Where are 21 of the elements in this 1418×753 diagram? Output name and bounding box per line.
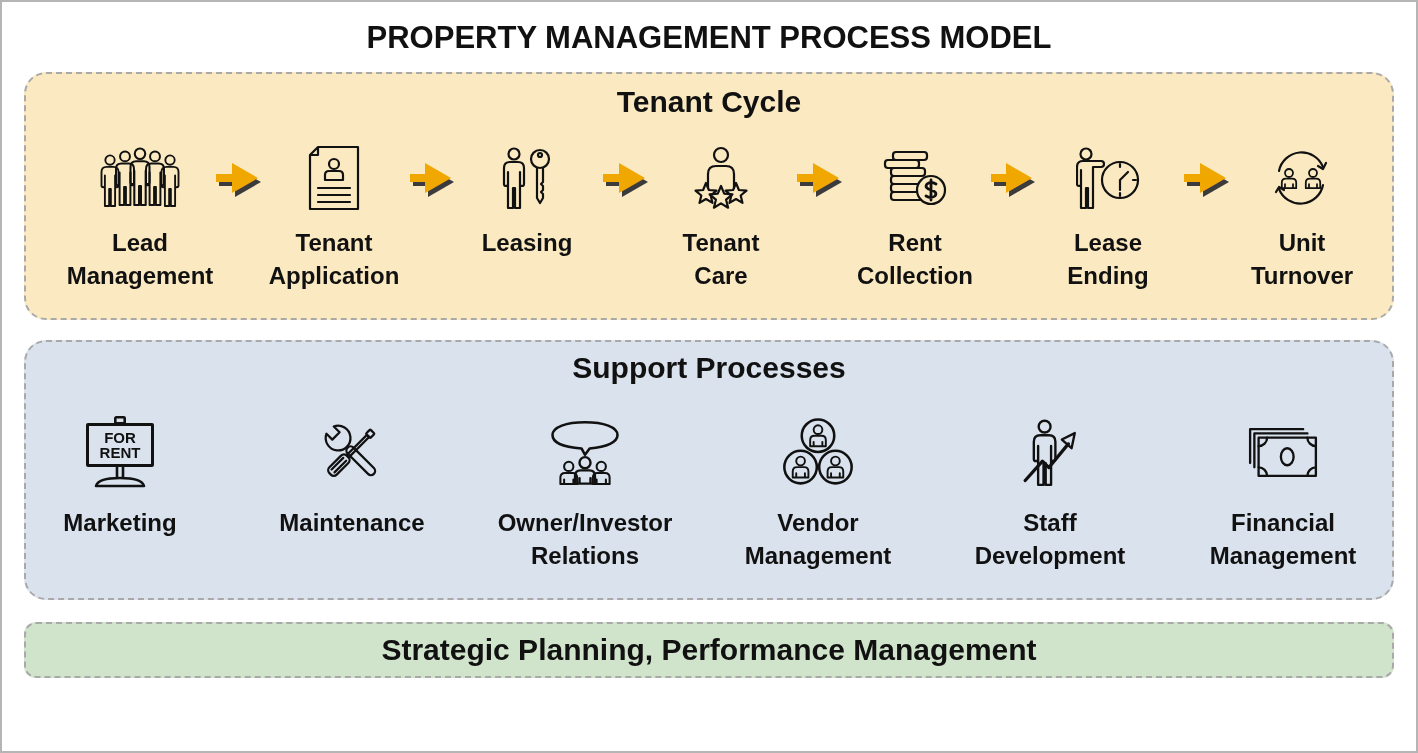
step-label: Lease Ending xyxy=(1067,228,1149,291)
step-label: Lead Management xyxy=(66,228,214,291)
step-label: Tenant Application xyxy=(268,228,400,291)
process-label: Maintenance xyxy=(279,508,425,538)
process-label: Staff Development xyxy=(973,508,1127,571)
process-label: Vendor Management xyxy=(743,508,893,571)
process-label: Owner/Investor Relations xyxy=(496,508,674,571)
process-label: Marketing xyxy=(63,508,177,538)
sign-board: FOR RENT xyxy=(86,423,154,467)
process-label: Financial Management xyxy=(1208,508,1358,571)
step-label: Rent Collection xyxy=(857,228,973,291)
step-label: Leasing xyxy=(481,228,573,258)
step-label: Unit Turnover xyxy=(1250,228,1354,291)
strategy-band xyxy=(24,622,1394,678)
diagram-title: PROPERTY MANAGEMENT PROCESS MODEL xyxy=(365,19,1053,57)
band-label: Strategic Planning, Performance Management xyxy=(381,632,1037,668)
panel-heading: Tenant Cycle xyxy=(615,84,803,120)
step-label: Tenant Care xyxy=(682,228,760,291)
process-panel xyxy=(24,340,1394,600)
process-panel xyxy=(24,72,1394,320)
panel-heading: Support Processes xyxy=(571,350,847,386)
